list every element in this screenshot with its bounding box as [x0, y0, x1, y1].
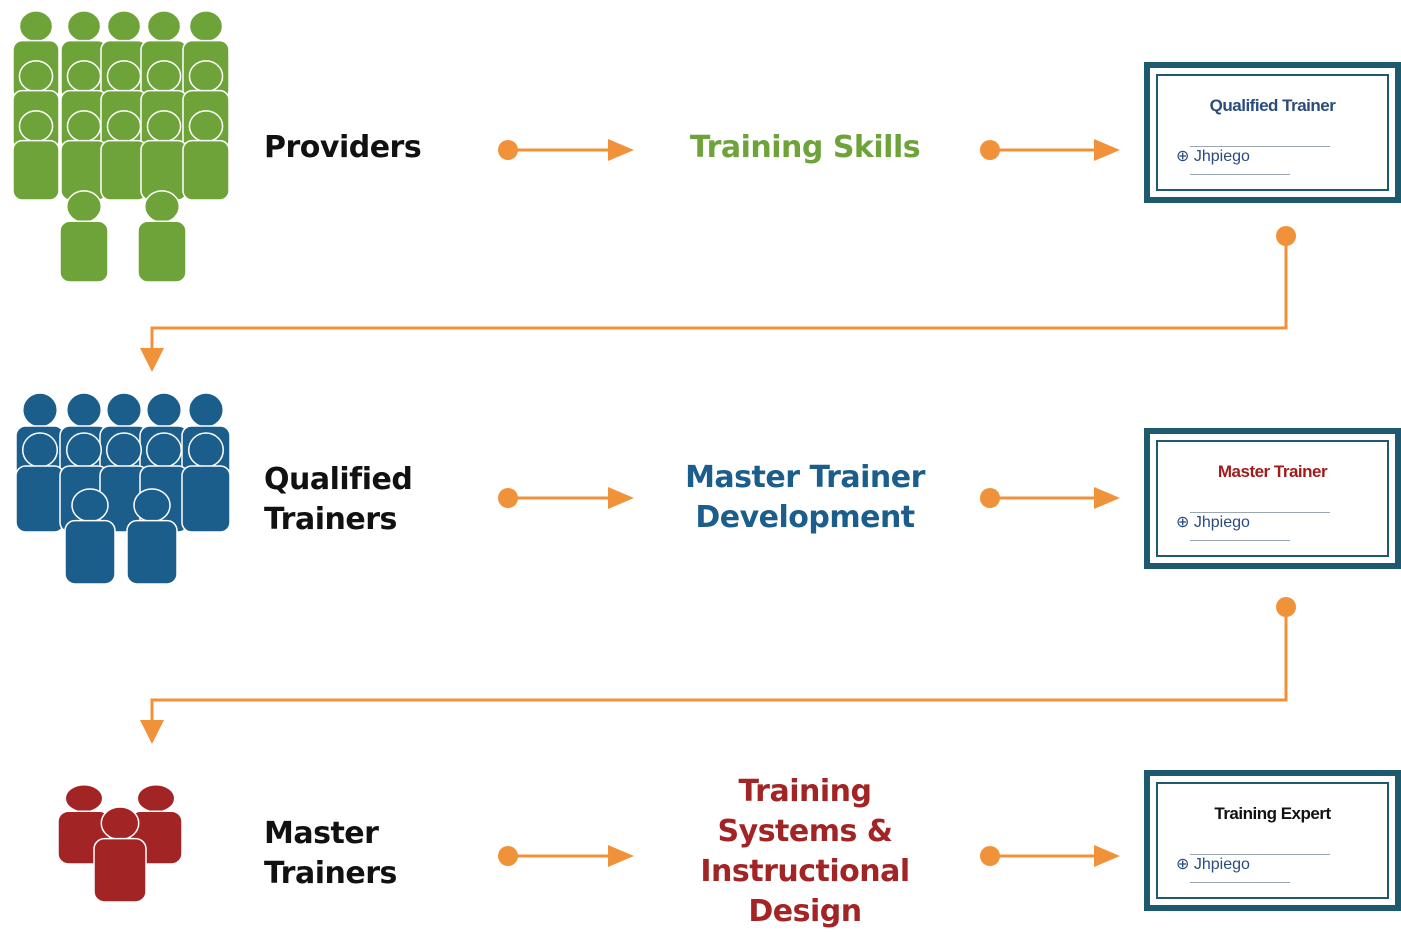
- certificate-frame: [1156, 74, 1389, 191]
- certificate-rule: [1190, 854, 1330, 855]
- qualified-trainers-group-icon: [15, 392, 231, 585]
- person-head: [18, 10, 54, 43]
- arrow-right-icon: [498, 139, 634, 161]
- person-head: [106, 110, 142, 143]
- row3-skill-label: Training Systems & Instructional Design: [700, 774, 910, 929]
- row2-group-label: Qualified Trainers: [264, 462, 413, 537]
- person-head: [188, 60, 224, 93]
- person-head: [133, 488, 171, 523]
- certificate-rule: [1190, 512, 1330, 513]
- certificate-org: ⊕ Jhpiego: [1176, 514, 1250, 531]
- arrow-right-icon: [498, 845, 634, 867]
- person-head: [105, 392, 143, 428]
- person-head: [187, 432, 225, 468]
- person-head: [145, 432, 183, 468]
- person-head: [18, 60, 54, 93]
- person-head: [146, 60, 182, 93]
- qualified-trainer-certificate: Qualified Trainer ⊕ Jhpiego: [1144, 62, 1401, 203]
- person-head: [100, 806, 140, 841]
- person-head: [65, 392, 103, 428]
- person-head: [21, 432, 59, 468]
- person-head: [143, 190, 181, 223]
- certificate-rule: [1190, 882, 1290, 883]
- person-head: [188, 110, 224, 143]
- arrow-right-icon: [980, 139, 1120, 161]
- arrow-down-icon: [140, 597, 1296, 744]
- person-head: [187, 392, 225, 428]
- training-expert-certificate: Training Expert ⊕ Jhpiego: [1144, 770, 1401, 911]
- certificate-rule: [1190, 146, 1330, 147]
- person-head: [66, 60, 102, 93]
- arrow-down-icon: [140, 226, 1296, 372]
- person-head: [66, 10, 102, 43]
- person-body: [182, 139, 230, 201]
- arrow-right-icon: [980, 845, 1120, 867]
- certificate-rule: [1190, 174, 1290, 175]
- person-body: [181, 465, 231, 533]
- certificate-org: ⊕ Jhpiego: [1176, 856, 1250, 873]
- master-trainer-certificate: Master Trainer ⊕ Jhpiego: [1144, 428, 1401, 569]
- arrow-right-icon: [498, 487, 634, 509]
- person-head: [65, 432, 103, 468]
- person-body: [64, 519, 116, 585]
- person-body: [93, 837, 147, 903]
- person-head: [65, 190, 103, 223]
- master-trainers-group-icon: [57, 784, 183, 903]
- person-head: [105, 432, 143, 468]
- person-head: [66, 110, 102, 143]
- person-head: [106, 60, 142, 93]
- row1-skill-label: Training Skills: [689, 130, 921, 165]
- person-head: [18, 110, 54, 143]
- certificate-frame: [1156, 782, 1389, 899]
- certificate-rule: [1190, 540, 1290, 541]
- certificate-title: Training Expert: [1214, 804, 1331, 823]
- providers-group-icon: [12, 10, 230, 283]
- person-head: [106, 10, 142, 43]
- person-head: [136, 784, 176, 813]
- row3-group-label: Master Trainers: [264, 816, 397, 891]
- person-head: [64, 784, 104, 813]
- person-head: [146, 10, 182, 43]
- person-head: [71, 488, 109, 523]
- person-head: [21, 392, 59, 428]
- certificate-title: Master Trainer: [1217, 462, 1328, 481]
- person-head: [188, 10, 224, 43]
- certificate-org: ⊕ Jhpiego: [1176, 148, 1250, 165]
- person-head: [146, 110, 182, 143]
- person-body: [15, 465, 65, 533]
- person-head: [145, 392, 183, 428]
- row1-group-label: Providers: [264, 130, 422, 165]
- certificate-frame: [1156, 440, 1389, 557]
- arrow-right-icon: [980, 487, 1120, 509]
- person-body: [100, 139, 148, 201]
- row2-skill-label: Master Trainer Development: [685, 460, 925, 535]
- person-body: [59, 220, 109, 283]
- person-body: [137, 220, 187, 283]
- person-body: [126, 519, 178, 585]
- certificate-title: Qualified Trainer: [1209, 96, 1336, 115]
- person-body: [12, 139, 60, 201]
